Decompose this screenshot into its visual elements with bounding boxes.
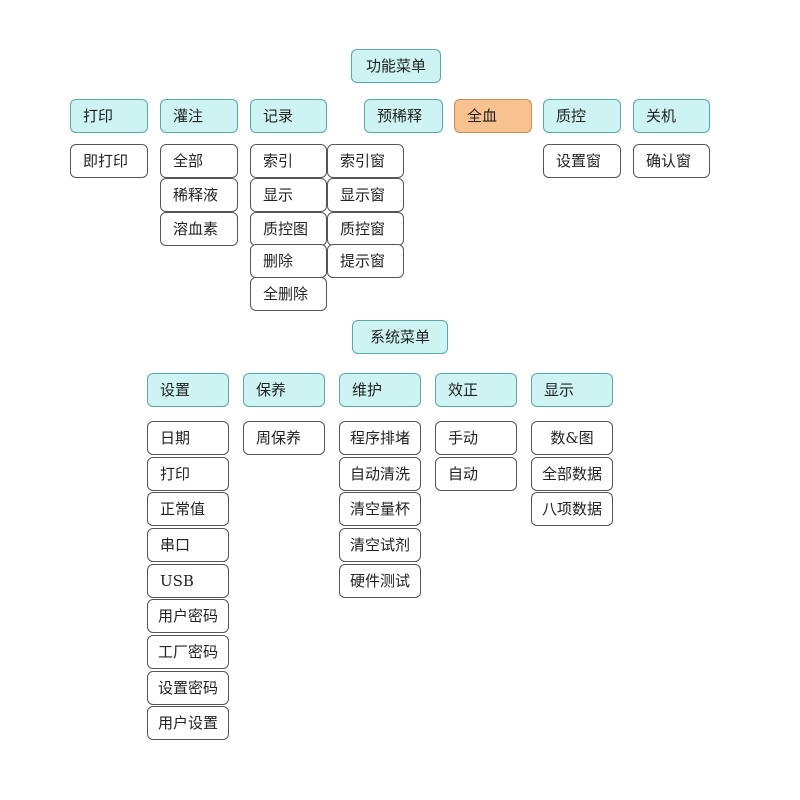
menu-item-date[interactable]: 日期 xyxy=(147,421,229,455)
menu-item-serial-port[interactable]: 串口 xyxy=(147,528,229,562)
menu-subitem-index-window[interactable]: 索引窗 xyxy=(327,144,404,178)
menu-item-print-settings[interactable]: 打印 xyxy=(147,457,229,491)
menu-item-empty-reagent[interactable]: 清空试剂 xyxy=(339,528,421,562)
system-menu-title: 系统菜单 xyxy=(352,320,448,354)
menu-header-maintenance[interactable]: 保养 xyxy=(243,373,325,407)
menu-item-prime-all[interactable]: 全部 xyxy=(160,144,238,178)
menu-item-manual-calibration[interactable]: 手动 xyxy=(435,421,517,455)
menu-header-settings[interactable]: 设置 xyxy=(147,373,229,407)
menu-item-hardware-test[interactable]: 硬件测试 xyxy=(339,564,421,598)
menu-item-record-display[interactable]: 显示 xyxy=(250,178,327,212)
menu-item-record-delete[interactable]: 删除 xyxy=(250,244,327,278)
menu-item-prime-lyse[interactable]: 溶血素 xyxy=(160,212,238,246)
menu-item-user-settings[interactable]: 用户设置 xyxy=(147,706,229,740)
menu-header-whole-blood[interactable]: 全血 xyxy=(454,99,532,133)
menu-header-print[interactable]: 打印 xyxy=(70,99,148,133)
menu-item-eight-items-data[interactable]: 八项数据 xyxy=(531,492,613,526)
menu-header-prime[interactable]: 灌注 xyxy=(160,99,238,133)
menu-item-unclog[interactable]: 程序排堵 xyxy=(339,421,421,455)
menu-subitem-qc-window[interactable]: 质控窗 xyxy=(327,212,404,246)
menu-header-prediluted[interactable]: 预稀释 xyxy=(364,99,443,133)
menu-item-print-now[interactable]: 即打印 xyxy=(70,144,148,178)
menu-item-usb[interactable]: USB xyxy=(147,564,229,598)
menu-item-weekly-maintenance[interactable]: 周保养 xyxy=(243,421,325,455)
menu-item-auto-clean[interactable]: 自动清洗 xyxy=(339,457,421,491)
menu-header-service[interactable]: 维护 xyxy=(339,373,421,407)
menu-item-record-delete-all[interactable]: 全删除 xyxy=(250,277,327,311)
menu-item-record-index[interactable]: 索引 xyxy=(250,144,327,178)
menu-item-normal-values[interactable]: 正常值 xyxy=(147,492,229,526)
menu-header-shutdown[interactable]: 关机 xyxy=(633,99,710,133)
menu-item-factory-password[interactable]: 工厂密码 xyxy=(147,635,229,669)
menu-item-record-qc-chart[interactable]: 质控图 xyxy=(250,212,327,246)
menu-item-qc-settings-window[interactable]: 设置窗 xyxy=(543,144,621,178)
menu-subitem-display-window[interactable]: 显示窗 xyxy=(327,178,404,212)
menu-subitem-prompt-window[interactable]: 提示窗 xyxy=(327,244,404,278)
menu-item-all-data[interactable]: 全部数据 xyxy=(531,457,613,491)
menu-item-prime-diluent[interactable]: 稀释液 xyxy=(160,178,238,212)
menu-item-settings-password[interactable]: 设置密码 xyxy=(147,671,229,705)
menu-item-numbers-and-graphs[interactable]: 数&图 xyxy=(531,421,613,455)
menu-header-qc[interactable]: 质控 xyxy=(543,99,621,133)
menu-item-user-password[interactable]: 用户密码 xyxy=(147,599,229,633)
menu-header-record[interactable]: 记录 xyxy=(250,99,327,133)
menu-header-calibration[interactable]: 效正 xyxy=(435,373,517,407)
menu-header-display[interactable]: 显示 xyxy=(531,373,613,407)
function-menu-title: 功能菜单 xyxy=(351,49,441,83)
menu-item-shutdown-confirm-window[interactable]: 确认窗 xyxy=(633,144,710,178)
menu-item-auto-calibration[interactable]: 自动 xyxy=(435,457,517,491)
menu-item-empty-cup[interactable]: 清空量杯 xyxy=(339,492,421,526)
